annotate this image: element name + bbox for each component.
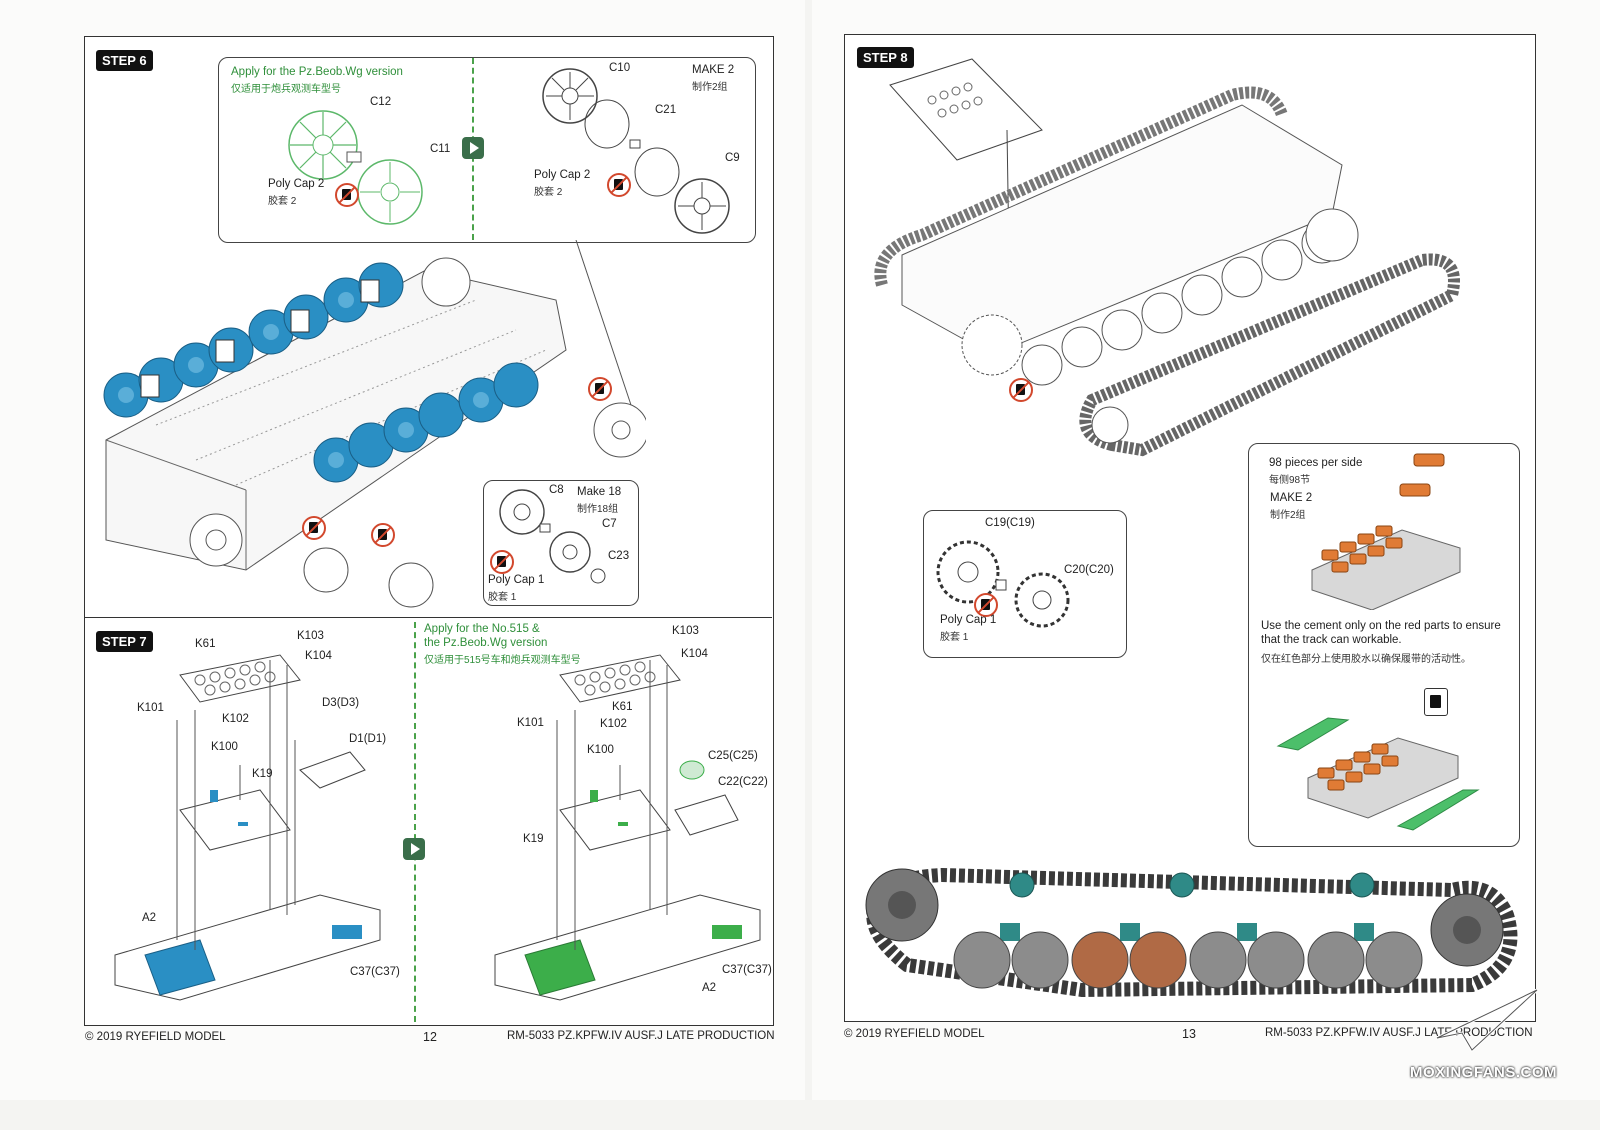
left-page: STEP 6 Apply for the Pz.Beob.Wg version … [0,0,805,1100]
hull-tracks-art [874,58,1460,457]
part-c10-label: C10 [609,62,631,74]
page-number: 13 [1182,1027,1196,1041]
k19-label: K19 [252,768,273,780]
c37-label: C37(C37) [722,964,772,976]
sprocket-parts-art [936,540,1070,628]
c19-label: C19(C19) [985,517,1035,529]
c20-label: C20(C20) [1064,564,1114,576]
page-number: 12 [423,1030,437,1044]
no-cement-icon [335,183,359,207]
polycap2-right-cn: 胶套 2 [534,187,563,198]
make2-label: MAKE 2 [1270,492,1313,504]
polycap2-left-label: Poly Cap 2 [268,178,325,190]
footer-copyright: © 2019 RYEFIELD MODEL [85,1031,226,1043]
pieces-label: 98 pieces per side [1269,457,1363,469]
part-c8-label: C8 [549,484,564,496]
polycap2-left-cn: 胶套 2 [268,196,297,207]
no-cement-icon [588,377,612,401]
part-c11-label: C11 [430,143,451,155]
part-c23-label: C23 [608,550,630,562]
k100-label: K100 [587,744,614,756]
footer-title: RM-5033 PZ.KPFW.IV AUSF.J LATE PRODUCTIO… [507,1030,775,1042]
cement-note-cn: 仅在红色部分上使用胶水以确保履带的活动性。 [1261,654,1471,665]
cement-note-line1: Use the cement only on the red parts to … [1261,620,1501,632]
no-cement-icon [490,550,514,574]
engine-deck-art-variant [494,654,761,1001]
footer-title: RM-5033 PZ.KPFW.IV AUSF.J LATE PRODUCTIO… [1265,1027,1533,1039]
k101-label: K101 [137,702,164,714]
no-cement-icon [607,173,631,197]
k19-label: K19 [523,833,544,845]
replace-arrow-icon [403,838,425,860]
make2-cn: 制作2组 [692,82,728,93]
cement-note-line2: that the track can workable. [1261,634,1402,646]
track-sprue-art [1276,717,1480,831]
a2-label: A2 [702,982,717,994]
idler-wheel-assembly-art [542,68,730,234]
make18-cn: 制作18组 [577,504,619,515]
polycap2-right-label: Poly Cap 2 [534,169,591,181]
k101-label: K101 [517,717,544,729]
apply-label-cn: 仅适用于炮兵观测车型号 [231,84,341,95]
k103-label: K103 [672,625,699,637]
footer-copyright: © 2019 RYEFIELD MODEL [844,1028,985,1040]
green-idler-wheel-art [288,110,423,225]
k102-label: K102 [600,718,627,730]
part-c9-label: C9 [725,152,740,164]
replace-arrow-icon [462,137,484,159]
k61-label: K61 [195,638,216,650]
engine-deck-art-standard [114,654,381,1001]
k100-label: K100 [211,741,238,753]
step-6-badge: STEP 6 [96,50,153,71]
k61-label: K61 [612,701,633,713]
k102-label: K102 [222,713,249,725]
road-wheel-parts-art [499,489,606,584]
polycap1-label: Poly Cap 1 [488,574,545,586]
d1-label: D1(D1) [349,733,387,745]
c22-label: C22(C22) [718,776,768,788]
make18-label: Make 18 [577,486,622,498]
c37-label: C37(C37) [350,966,400,978]
part-c21-label: C21 [655,104,677,116]
polycap1-cn: 胶套 1 [488,592,517,603]
cement-icon [1424,688,1448,716]
part-c7-label: C7 [602,518,617,530]
part-c12-label: C12 [370,96,392,108]
running-gear-art [865,867,1518,998]
apply-label-line1: Apply for the No.515 & [424,623,540,635]
d3-label: D3(D3) [322,697,360,709]
k104-label: K104 [305,650,332,662]
polycap1-cn: 胶套 1 [940,632,969,643]
c25-label: C25(C25) [708,750,758,762]
apply-label-cn: 仅适用于515号车和炮兵观测车型号 [424,655,581,666]
hull-road-wheels-art [103,240,646,608]
no-cement-icon [302,516,326,540]
step-divider [85,617,772,618]
k104-label: K104 [681,648,708,660]
right-page: STEP 8 C19(C19) C20(C20) Poly Cap 1 胶套 1… [812,0,1600,1100]
apply-label-line2: the Pz.Beob.Wg version [424,637,548,649]
no-cement-icon [1009,378,1033,402]
track-jig-art [1311,453,1461,610]
watermark-text: MOXINGFANS.COM [1410,1064,1558,1081]
make2-cn: 制作2组 [1270,510,1306,521]
step7-divider [414,622,416,1022]
k103-label: K103 [297,630,324,642]
paper-plane-logo [1436,988,1539,1053]
apply-label: Apply for the Pz.Beob.Wg version [231,66,403,78]
polycap1-label: Poly Cap 1 [940,614,997,626]
no-cement-icon [974,593,998,617]
step-8-badge: STEP 8 [857,47,914,68]
step-7-badge: STEP 7 [96,631,153,652]
make2-label: MAKE 2 [692,64,735,76]
pieces-cn: 每侧98节 [1269,475,1311,486]
no-cement-icon [371,523,395,547]
a2-label: A2 [142,912,157,924]
